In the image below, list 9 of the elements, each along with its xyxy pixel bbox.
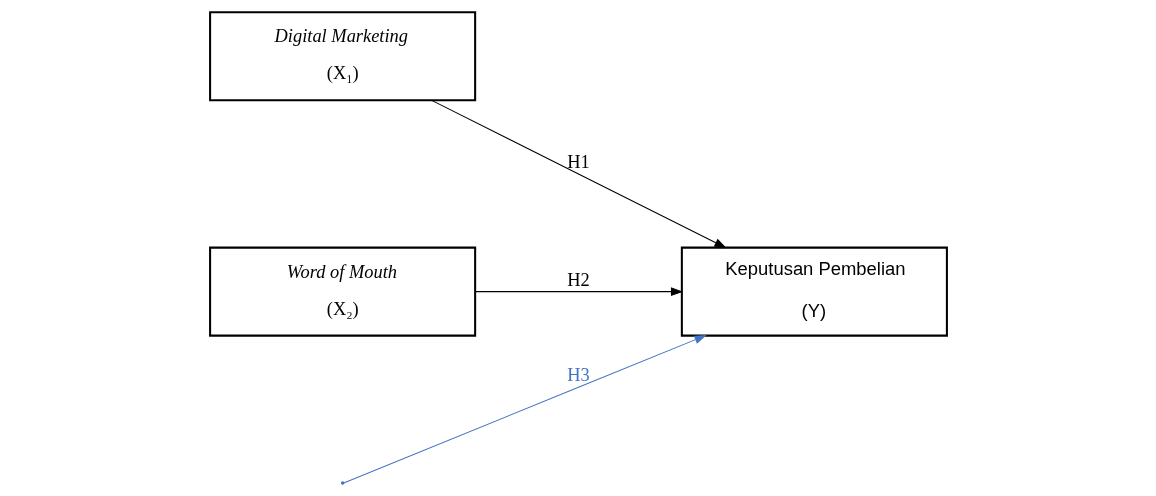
node-box: Digital Marketing (X₁) [208, 11, 476, 102]
node-box: Word of Mouth (X₂) [208, 246, 476, 337]
node-box: Keputusan Pembelian (Y) [680, 246, 948, 337]
arrow [342, 335, 707, 484]
edge-label: H3 [566, 365, 590, 386]
arrow [430, 99, 727, 249]
arrow [474, 287, 683, 296]
edge-label: H2 [566, 269, 590, 290]
edge-label: H1 [566, 152, 590, 173]
